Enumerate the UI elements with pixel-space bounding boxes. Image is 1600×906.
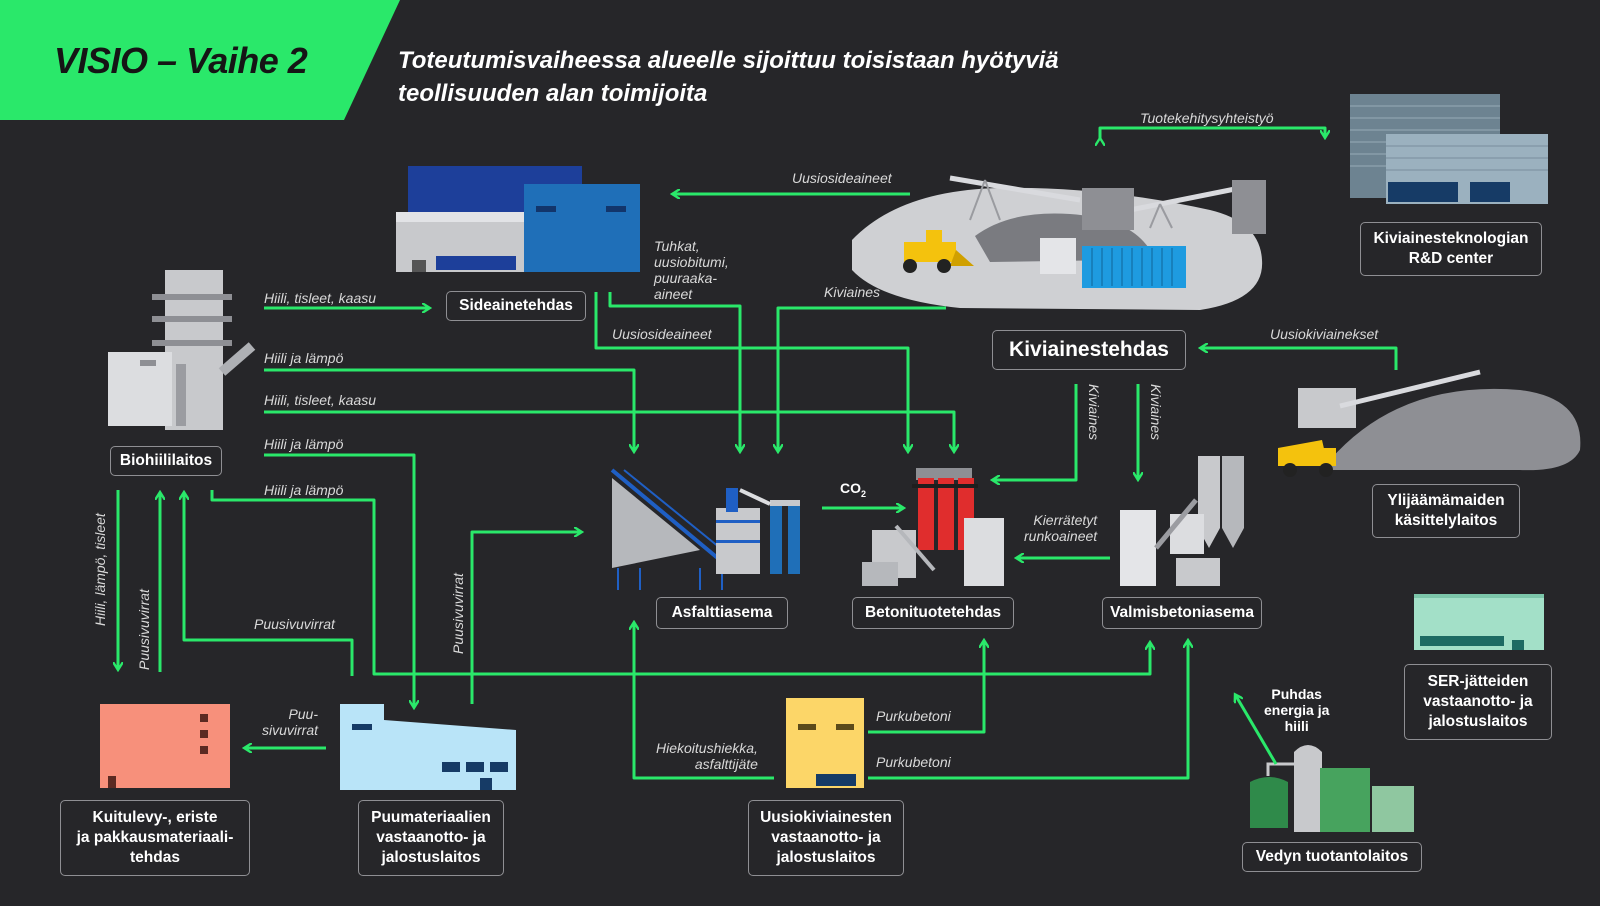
node-kiviainestehdas: Kiviainestehdas [992, 330, 1186, 370]
flow-label: Puu- sivuvirrat [262, 706, 319, 738]
node-kuitulevy: Kuitulevy-, eriste ja pakkausmateriaali-… [60, 800, 250, 876]
flow-label: Hiekoitushiekka, asfalttijäte [656, 740, 758, 772]
flow-label: Kiviaines [1086, 384, 1102, 441]
flow-arrow [634, 624, 774, 780]
flow-arrow [594, 292, 908, 450]
node-ylijaama: Ylijäämämaiden käsittelylaitos [1372, 484, 1520, 538]
page-title: VISIO – Vaihe 2 [54, 40, 308, 81]
flow-label: Hiili ja lämpö [264, 482, 344, 498]
flow-label: Purkubetoni [876, 708, 951, 724]
flow-arrow [608, 292, 740, 450]
betonituotetehdas-plant-icon [862, 468, 1004, 586]
flow-label: Hiili ja lämpö [264, 436, 344, 452]
flow-label: Kiviaines [824, 284, 881, 300]
flow-label: Uusiosideaineet [612, 326, 712, 342]
flow-label: Uusiosideaineet [792, 170, 892, 186]
flow-arrow [778, 306, 946, 450]
flow-label: Tuotekehitysyhteistyö [1140, 110, 1274, 126]
node-betonituotetehdas: Betonituotetehdas [852, 597, 1014, 629]
node-vedyn: Vedyn tuotantolaitos [1242, 842, 1422, 872]
flow-arrow [264, 368, 634, 450]
node-sideainetehdas: Sideainetehdas [446, 291, 586, 321]
flow-label: Kierrätetyt runkoaineet [1024, 512, 1098, 544]
flow-label: Tuhkat, uusiobitumi, puuraaka- aineet [654, 238, 729, 302]
flow-arrow [210, 490, 1150, 676]
flow-arrow [470, 532, 580, 704]
flow-label: Puusivuvirrat [254, 616, 335, 632]
asfalttiasema-plant-icon [610, 468, 800, 590]
flow-label: Hiili ja lämpö [264, 350, 344, 366]
flow-label: Purkubetoni [876, 754, 951, 770]
flow-arrow [184, 494, 354, 676]
flow-arrow [264, 453, 414, 706]
node-puumateriaalien: Puumateriaalien vastaanotto- ja jalostus… [358, 800, 504, 876]
quarry-icon [852, 175, 1266, 310]
node-rd-center: Kiviainesteknologian R&D center [1360, 222, 1542, 276]
flow-label: Hiili, tisleet, kaasu [264, 392, 377, 408]
wheel-loader-icon [903, 230, 974, 273]
flow-label: Puhdas energia ja hiili [1264, 686, 1330, 734]
dump-truck-icon [1278, 440, 1336, 477]
sideainetehdas-building-icon [396, 166, 640, 272]
node-biohiililaitos: Biohiililaitos [110, 446, 222, 476]
ser-building-icon [1414, 594, 1544, 650]
biohiililaitos-plant-icon [108, 270, 256, 430]
uusiokiviainesten-building-icon [786, 698, 864, 788]
title-banner: VISIO – Vaihe 2 [0, 0, 400, 120]
valmisbetoniasema-plant-icon [1120, 456, 1244, 586]
flow-arrow [264, 410, 954, 450]
flow-label: Uusiokiviainekset [1270, 326, 1379, 342]
node-valmisbetoniasema: Valmisbetoniasema [1102, 597, 1262, 629]
kuitulevy-factory-icon [100, 704, 230, 788]
node-uusiokiviainesten: Uusiokiviainesten vastaanotto- ja jalost… [748, 800, 904, 876]
flow-arrow [1100, 126, 1325, 140]
vedyn-plant-icon [1250, 745, 1414, 832]
rd-center-building-icon [1350, 94, 1548, 204]
flow-arrow [1202, 348, 1398, 370]
flow-label: Kiviaines [1148, 384, 1164, 441]
flow-arrow [868, 642, 984, 734]
page-subtitle: Toteutumisvaiheessa alueelle sijoittuu t… [398, 47, 1059, 107]
flow-label: Hiili, lämpö, tisleet [92, 513, 108, 626]
flow-arrow [1236, 696, 1278, 765]
flow-label: Hiili, tisleet, kaasu [264, 290, 377, 306]
ylijaama-plant-icon [1278, 369, 1581, 477]
puumateriaalien-building-icon [340, 704, 516, 790]
flow-arrow [994, 384, 1078, 480]
node-asfalttiasema: Asfalttiasema [656, 597, 788, 629]
co2-label: CO2 [840, 480, 867, 499]
flow-label: Puusivuvirrat [450, 573, 466, 654]
flow-label: Puusivuvirrat [136, 589, 152, 670]
node-ser: SER-jätteiden vastaanotto- ja jalostusla… [1404, 664, 1552, 740]
flow-arrow [868, 642, 1188, 780]
